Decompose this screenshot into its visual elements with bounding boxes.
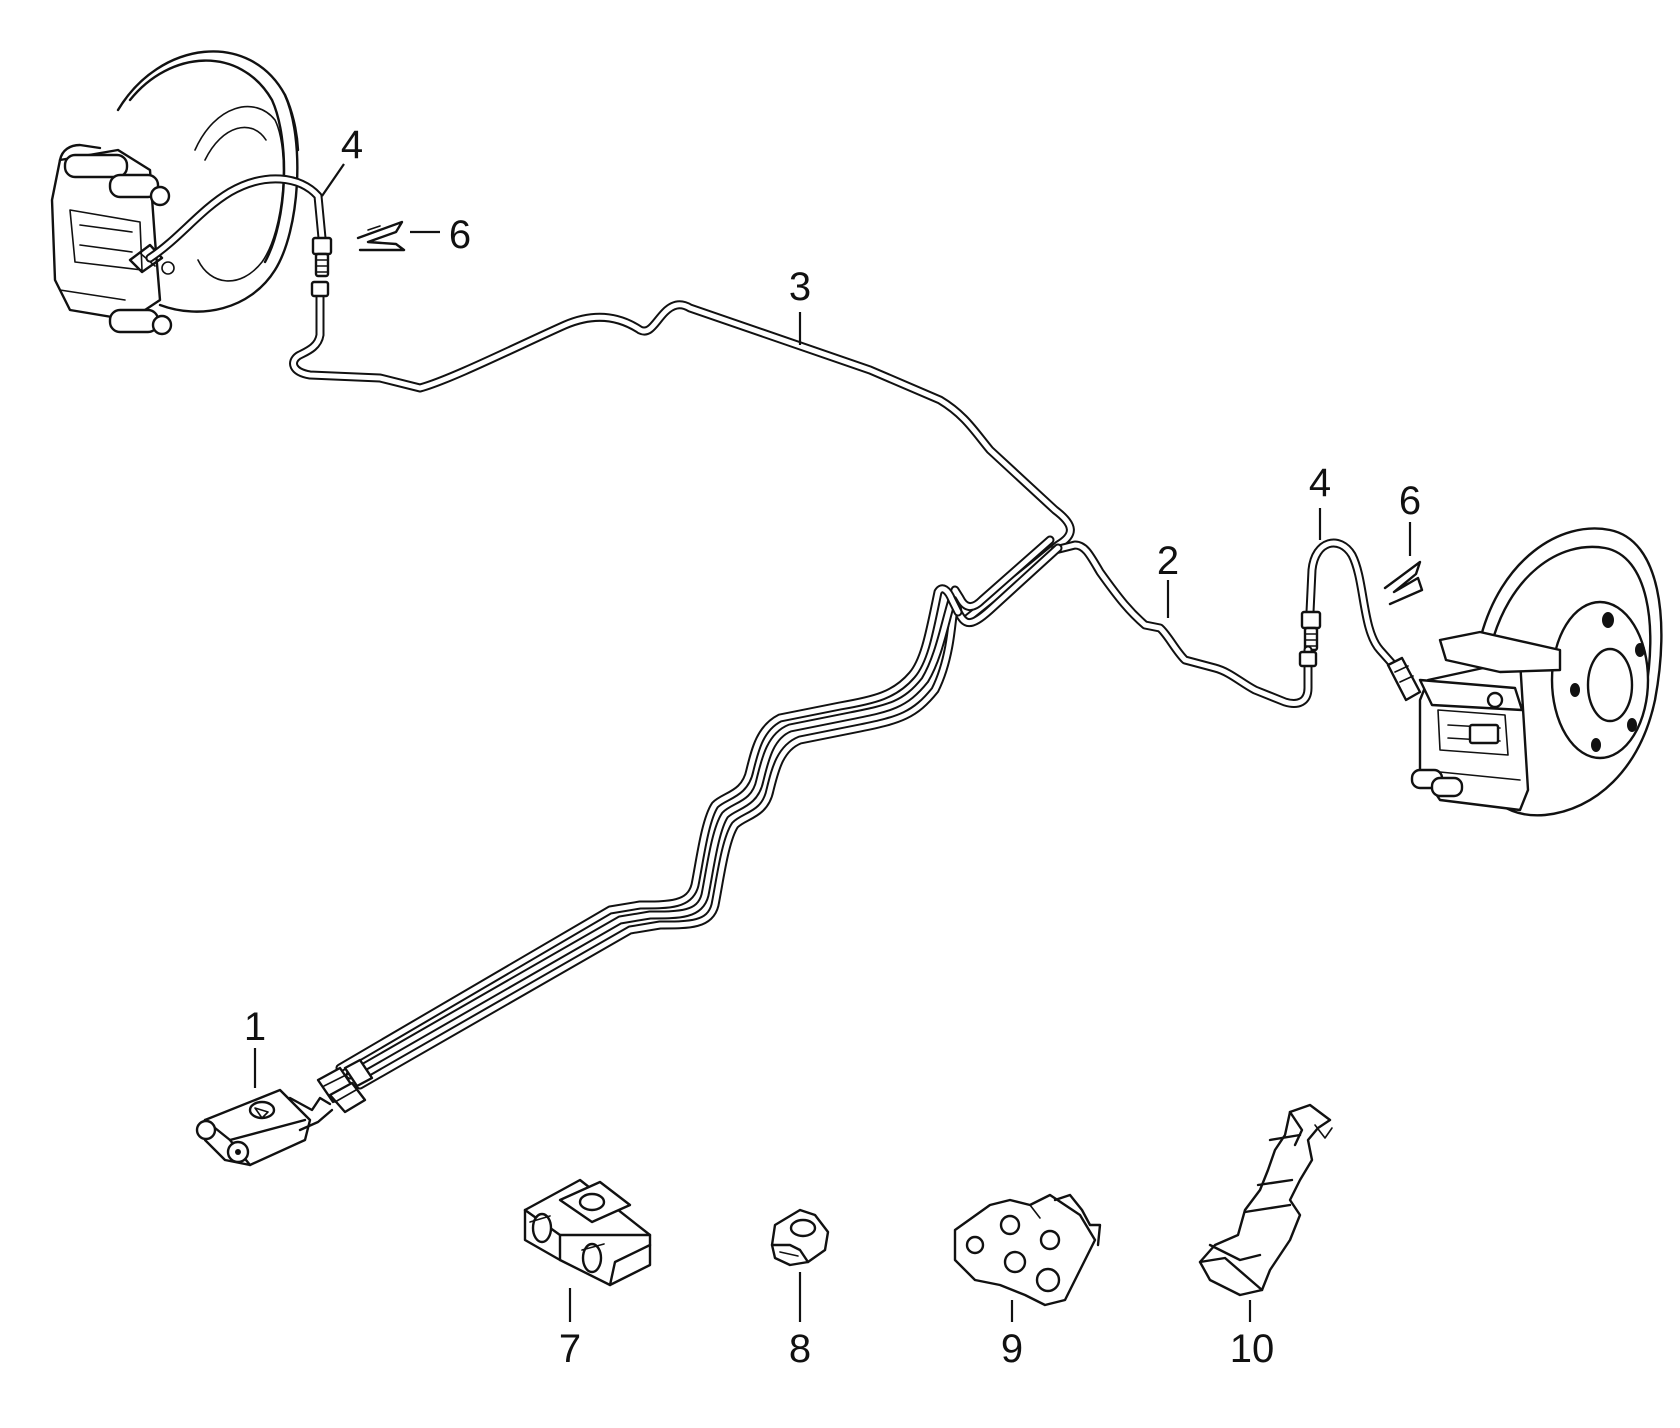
callout-3: 3 [789, 265, 811, 309]
left-brake-assembly [50, 50, 406, 336]
callout-labels: 1 2 3 4 4 6 6 7 8 9 10 [244, 123, 1421, 1371]
callout-6-left: 6 [449, 213, 471, 257]
part-10-support [1198, 1103, 1333, 1297]
right-retaining-clip [1383, 560, 1424, 606]
brake-line-3 [289, 280, 1075, 623]
left-brake-caliper [50, 143, 175, 336]
right-brake-caliper [1410, 630, 1562, 812]
brake-line-2 [1050, 540, 1318, 708]
callout-4-right: 4 [1309, 461, 1331, 505]
callout-6-right: 6 [1399, 479, 1421, 523]
callout-4-left: 4 [341, 123, 363, 167]
callout-1: 1 [244, 1005, 266, 1049]
part-1-distributor [195, 1088, 334, 1167]
callout-8: 8 [789, 1327, 811, 1371]
part-9-holder [953, 1193, 1102, 1307]
left-retaining-clip [356, 220, 406, 252]
callout-9: 9 [1001, 1327, 1023, 1371]
callout-7: 7 [559, 1327, 581, 1371]
right-brake-disc [1476, 527, 1663, 817]
right-brake-hose [1300, 538, 1422, 702]
callout-2: 2 [1157, 539, 1179, 583]
brake-line-bundle [316, 535, 1063, 1114]
right-brake-assembly [1300, 527, 1663, 817]
left-brake-hose [145, 174, 333, 278]
callout-10: 10 [1230, 1327, 1275, 1371]
leader-lines [253, 163, 1412, 1322]
part-7-bracket [523, 1178, 652, 1287]
part-8-clip [770, 1208, 830, 1267]
